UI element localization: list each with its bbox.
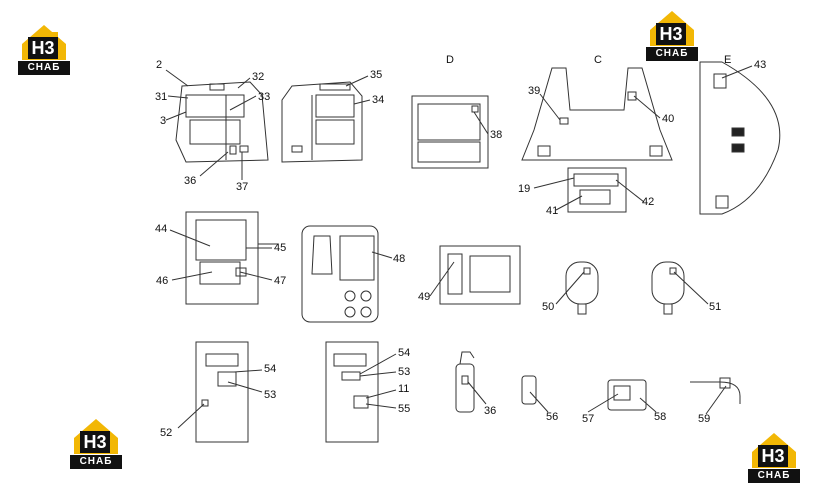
callout-label: 40 bbox=[662, 113, 675, 125]
panel-d bbox=[411, 95, 489, 169]
engine bbox=[439, 245, 521, 305]
callout-label: 52 bbox=[160, 427, 173, 439]
brand-logo: H3 CHAБ bbox=[646, 8, 698, 62]
callout-label: 2 bbox=[156, 59, 163, 71]
leader-lines bbox=[165, 65, 753, 429]
callout-label: 37 bbox=[236, 181, 249, 193]
logo-brand: CHAБ bbox=[18, 61, 70, 75]
callout-label: 33 bbox=[258, 91, 271, 103]
callout-label: 31 bbox=[155, 91, 168, 103]
callout-label: 54 bbox=[264, 363, 277, 375]
brand-logo: H3 CHAБ bbox=[18, 22, 70, 76]
callout-label: 46 bbox=[156, 275, 169, 287]
callout-label: 32 bbox=[252, 71, 265, 83]
brand-logo: H3 CHAБ bbox=[748, 430, 800, 484]
callout-label: 11 bbox=[398, 383, 410, 395]
callout-label: 38 bbox=[490, 129, 503, 141]
dashboard-c bbox=[521, 67, 673, 213]
callout-label: 43 bbox=[754, 59, 767, 71]
callout-label: 35 bbox=[370, 69, 383, 81]
callout-label: 42 bbox=[642, 196, 655, 208]
callout-label: 51 bbox=[709, 301, 722, 313]
callout-label: 48 bbox=[393, 253, 406, 265]
logo-brand: CHAБ bbox=[70, 455, 122, 469]
part-59 bbox=[690, 377, 741, 404]
logo-brand: CHAБ bbox=[748, 469, 800, 483]
callout-label: 44 bbox=[155, 223, 168, 235]
callout-label: 50 bbox=[542, 301, 555, 313]
callout-label: 54 bbox=[398, 347, 411, 359]
view-letter-c: C bbox=[594, 54, 602, 66]
callout-label: 59 bbox=[698, 413, 711, 425]
callout-label: 49 bbox=[418, 291, 431, 303]
callout-label: 58 bbox=[654, 411, 667, 423]
bottle-50 bbox=[565, 261, 599, 315]
part-57-58 bbox=[607, 379, 647, 411]
brand-logo: H3 CHAБ bbox=[70, 416, 122, 470]
callout-label: 56 bbox=[546, 411, 559, 423]
callout-label: 19 bbox=[518, 183, 531, 195]
fire-extinguisher bbox=[455, 351, 475, 413]
logo-mark: H3 bbox=[28, 37, 58, 59]
callout-label: 41 bbox=[546, 205, 559, 217]
door-left bbox=[195, 341, 249, 443]
callout-label: 45 bbox=[274, 242, 287, 254]
view-letter-e: E bbox=[724, 54, 732, 66]
callout-label: 36 bbox=[484, 405, 497, 417]
hydraulic-block bbox=[185, 211, 278, 305]
cab-right-view bbox=[281, 81, 363, 163]
callout-label: 53 bbox=[398, 366, 411, 378]
bottle-51 bbox=[651, 261, 685, 315]
logo-brand: CHAБ bbox=[646, 47, 698, 61]
view-letter-d: D bbox=[446, 54, 454, 66]
logo-mark: H3 bbox=[758, 445, 788, 467]
cab-left-view bbox=[175, 81, 269, 163]
door-right bbox=[325, 341, 379, 443]
callout-label: 55 bbox=[398, 403, 411, 415]
logo-mark: H3 bbox=[656, 23, 686, 45]
callout-label: 57 bbox=[582, 413, 595, 425]
callout-label: 34 bbox=[372, 94, 385, 106]
panel-e bbox=[699, 61, 781, 215]
callout-label: 47 bbox=[274, 275, 287, 287]
callout-label: 39 bbox=[528, 85, 541, 97]
logo-mark: H3 bbox=[80, 431, 110, 453]
callout-label: 36 bbox=[184, 175, 197, 187]
callout-label: 3 bbox=[160, 115, 167, 127]
control-panel bbox=[301, 225, 379, 323]
callout-label: 53 bbox=[264, 389, 277, 401]
part-56 bbox=[521, 375, 537, 405]
